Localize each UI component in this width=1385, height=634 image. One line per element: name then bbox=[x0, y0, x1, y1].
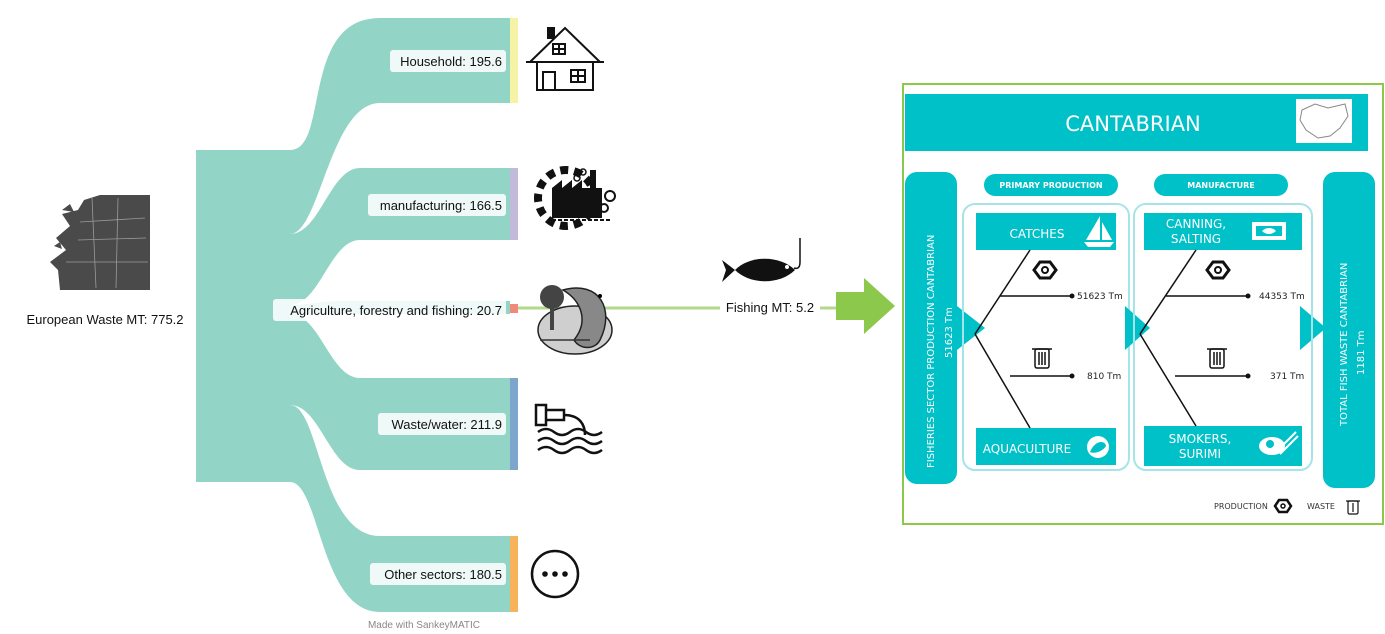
canning-label-line1: CANNING, bbox=[1166, 217, 1226, 231]
ellipsis-circle-icon bbox=[530, 549, 580, 599]
smokers-label-line2: SURIMI bbox=[1179, 447, 1221, 461]
cantabrian-panel: CANTABRIAN FISHERIES SECTOR PRODUCTION C… bbox=[902, 83, 1384, 525]
legend-trash-icon bbox=[1346, 500, 1360, 515]
legend-production-icon bbox=[1273, 498, 1293, 514]
fish-hook-icon bbox=[722, 238, 801, 282]
node-bar-waste-water bbox=[510, 378, 518, 470]
right-bar-title: TOTAL FISH WASTE CANTABRIAN bbox=[1339, 263, 1350, 427]
fishing-flow-label: Fishing MT: 5.2 bbox=[726, 300, 814, 315]
left-bar-title: FISHERIES SECTOR PRODUCTION CANTABRIAN bbox=[926, 235, 937, 468]
europe-map-icon bbox=[50, 195, 150, 290]
node-bar-manufacturing bbox=[510, 168, 518, 240]
left-bar-value: 51623 Tm bbox=[944, 307, 955, 358]
production-hex-icon bbox=[1032, 260, 1058, 280]
manufacture-header: MANUFACTURE bbox=[1187, 181, 1255, 190]
trash-icon bbox=[1207, 348, 1227, 369]
canning-label-line2: SALTING bbox=[1171, 232, 1221, 246]
trash-icon bbox=[1032, 348, 1052, 369]
waste-water-pipe-icon bbox=[534, 403, 603, 455]
node-bar-household bbox=[510, 18, 518, 103]
cantabria-map-icon bbox=[1296, 99, 1352, 143]
sailboat-icon bbox=[1084, 216, 1114, 247]
node-bar-agriculture bbox=[510, 304, 518, 313]
primary-production-value: 51623 Tm bbox=[1077, 292, 1123, 302]
house-icon bbox=[526, 26, 604, 91]
catches-label: CATCHES bbox=[1010, 227, 1065, 241]
production-hex-icon bbox=[1205, 260, 1231, 280]
node-label-manufacturing: manufacturing: 166.5 bbox=[380, 198, 502, 213]
primary-header: PRIMARY PRODUCTION bbox=[999, 181, 1102, 190]
panel-title-bar bbox=[905, 94, 1368, 151]
manufacture-production-value: 44353 Tm bbox=[1259, 292, 1305, 302]
source-label: European Waste MT: 775.2 bbox=[26, 312, 183, 327]
sankey-diagram: European Waste MT: 775.2 Household: 195.… bbox=[26, 18, 836, 631]
tin-can-icon bbox=[1252, 222, 1286, 240]
smokers-label-line1: SMOKERS, bbox=[1169, 432, 1232, 446]
manufacture-waste-value: 371 Tm bbox=[1270, 372, 1304, 382]
sushi-icon bbox=[1259, 431, 1299, 455]
factory-gear-icon bbox=[534, 166, 616, 230]
panel-title: CANTABRIAN bbox=[1065, 112, 1201, 136]
node-label-agriculture: Agriculture, forestry and fishing: 20.7 bbox=[290, 303, 502, 318]
right-bar-value: 1181 Tm bbox=[1356, 331, 1367, 375]
green-arrow-icon bbox=[836, 278, 895, 334]
node-bar-other-sectors bbox=[510, 536, 518, 612]
legend-waste-label: WASTE bbox=[1307, 502, 1335, 511]
legend-production-label: PRODUCTION bbox=[1214, 502, 1268, 511]
node-label-waste-water: Waste/water: 211.9 bbox=[391, 417, 502, 432]
node-label-other-sectors: Other sectors: 180.5 bbox=[384, 567, 502, 582]
tree-fish-icon bbox=[537, 285, 613, 355]
fish-icon bbox=[1087, 436, 1109, 458]
sankeymatic-credit: Made with SankeyMATIC bbox=[368, 620, 480, 631]
primary-waste-value: 810 Tm bbox=[1087, 372, 1121, 382]
node-label-household: Household: 195.6 bbox=[400, 54, 502, 69]
aquaculture-label: AQUACULTURE bbox=[983, 442, 1071, 456]
flow-other-sectors bbox=[196, 405, 510, 612]
